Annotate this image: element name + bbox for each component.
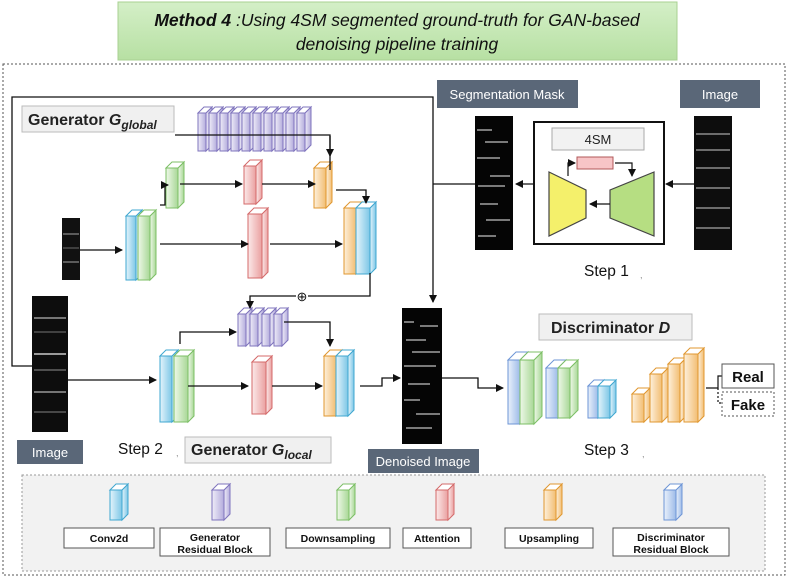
- discriminator-label: Discriminator D: [538, 313, 693, 341]
- segmentation-mask-label: Segmentation Mask: [437, 80, 578, 108]
- real-fake-outputs: Real Fake: [706, 363, 775, 417]
- upsampling-block: [682, 346, 706, 424]
- downsampling-block: [136, 208, 158, 282]
- feedback-path: [11, 96, 437, 367]
- svg-text:Segmentation Mask: Segmentation Mask: [450, 87, 565, 102]
- step1-label: Step 1: [584, 263, 629, 280]
- legend-label: Residual Block: [633, 544, 708, 556]
- generator-local-label: Generator Glocal: [184, 436, 332, 464]
- segmentation-mask-image: [475, 116, 513, 250]
- decoder-shape: [609, 171, 655, 237]
- generator-residual-block: [272, 306, 290, 348]
- fake-label: Fake: [731, 397, 765, 414]
- downsampling-block: [164, 160, 186, 210]
- model-4sm-title: 4SM: [585, 132, 612, 147]
- to-discriminator-arrow: [442, 377, 504, 392]
- generator-blocks: [124, 158, 378, 424]
- real-label: Real: [732, 369, 764, 386]
- svg-text:Generator Gglobal: Generator Gglobal: [28, 112, 157, 132]
- svg-text:Generator Glocal: Generator Glocal: [191, 442, 312, 462]
- attention-block: [250, 354, 274, 416]
- local-input-image: [32, 296, 68, 432]
- legend-box: [159, 527, 271, 557]
- upsampling-block: [666, 356, 688, 424]
- legend-label: Attention: [414, 533, 460, 545]
- upsampling-block: [648, 366, 670, 424]
- conv2d-block: [354, 200, 378, 276]
- generator-global-label: Generator Gglobal: [21, 105, 175, 133]
- step2-tick: ,: [176, 448, 179, 458]
- legend-icon-conv2d: [108, 482, 130, 522]
- model-4sm: 4SM: [533, 121, 665, 245]
- legend-label: Generator: [190, 532, 240, 544]
- downsampling-block: [556, 358, 580, 420]
- legend-label: Discriminator: [637, 532, 705, 544]
- global-input-image: [62, 218, 80, 280]
- downsampling-block: [172, 348, 196, 424]
- step2-label: Step 2: [118, 441, 163, 458]
- step3-label: Step 3: [584, 442, 629, 459]
- denoised-image-label: Denoised Image: [368, 449, 479, 473]
- legend-icon-upsampling: [542, 482, 564, 522]
- input-image-top: [694, 116, 732, 250]
- generator-residual-blocks-global: [196, 105, 313, 153]
- legend-label: Downsampling: [301, 533, 376, 545]
- legend-icon-attention: [434, 482, 456, 522]
- global-connections: [160, 134, 371, 309]
- upsampling-block: [312, 160, 334, 210]
- attention-block: [242, 158, 264, 206]
- svg-text:Discriminator D: Discriminator D: [551, 320, 671, 337]
- svg-text:Image: Image: [702, 87, 738, 102]
- conv2d-block: [334, 348, 356, 418]
- legend-box: [285, 527, 391, 549]
- step1-tick: ,: [640, 270, 643, 280]
- legend-icon-generator-residual-block: [210, 482, 232, 522]
- legend-box: [504, 527, 594, 549]
- outer-frame: [2, 63, 786, 576]
- legend-icon-downsampling: [335, 482, 357, 522]
- legend-box: [612, 527, 730, 557]
- downsampling-block: [518, 350, 544, 426]
- upsampling-block: [630, 386, 652, 424]
- svg-text:Image: Image: [32, 445, 68, 460]
- generator-residual-block: [295, 105, 313, 153]
- denoised-image: [402, 308, 442, 444]
- conv2d-block: [596, 378, 618, 420]
- discriminator-blocks: [506, 346, 706, 426]
- encoder-shape: [548, 171, 587, 237]
- legend-label: Upsampling: [519, 533, 579, 545]
- legend-box: [402, 527, 472, 549]
- legend-label: Residual Block: [177, 544, 252, 556]
- legend-box: [63, 527, 155, 549]
- local-connections: [179, 321, 401, 390]
- title-banner: Method 4 :Using 4SM segmented ground-tru…: [117, 1, 678, 61]
- title-line1: Method 4 :Using 4SM segmented ground-tru…: [154, 10, 641, 30]
- generator-residual-block: [273, 105, 291, 153]
- image-label-top: Image: [680, 80, 760, 108]
- title-line2: denoising pipeline training: [296, 34, 499, 54]
- step3-tick: ,: [642, 449, 645, 459]
- attention-block: [246, 206, 270, 280]
- bottleneck-attention: [576, 156, 614, 170]
- legend-icon-discriminator-residual-block: [662, 482, 684, 522]
- svg-text:Denoised Image: Denoised Image: [376, 454, 471, 469]
- plus-symbol: ⊕: [297, 289, 308, 304]
- image-label-bottom: Image: [17, 440, 83, 464]
- legend-label: Conv2d: [90, 533, 129, 545]
